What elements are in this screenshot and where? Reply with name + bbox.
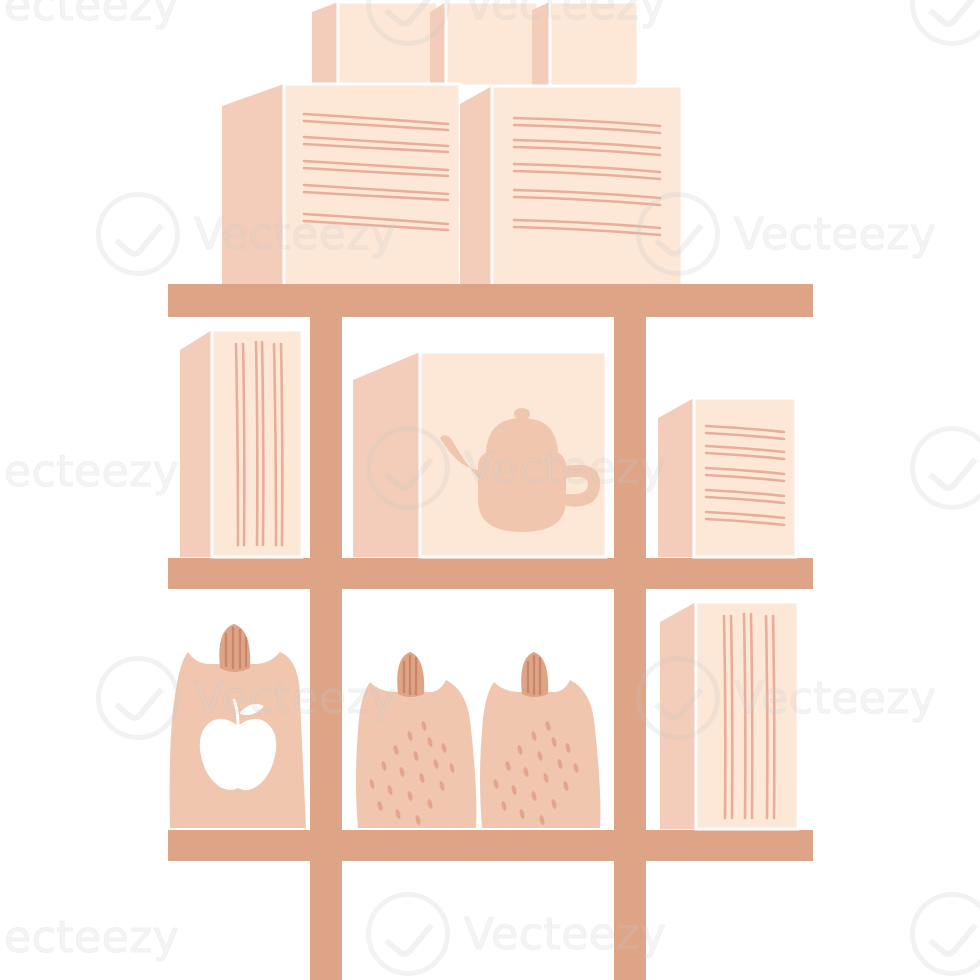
shelf-frame — [168, 284, 813, 980]
bottom-right-box — [660, 600, 800, 831]
apple-bag — [169, 624, 306, 828]
top-back-box-1 — [312, 0, 440, 88]
apple-icon — [199, 698, 277, 790]
shelf-bottom-board — [168, 830, 813, 861]
teapot-icon — [440, 408, 601, 532]
shelf-top-board — [168, 284, 813, 317]
middle-center-box — [353, 350, 608, 559]
shelf-post-right — [614, 284, 646, 980]
seed-jar-right — [480, 652, 601, 828]
shelf-post-left — [310, 284, 342, 980]
seed-jar-left-cap — [397, 652, 425, 697]
seed-jar-left-seeds — [369, 721, 455, 825]
top-back-box-2 — [430, 0, 540, 88]
top-box-left — [222, 82, 462, 288]
top-back-boxes — [312, 0, 640, 88]
seed-jar-left — [356, 652, 477, 828]
seed-jar-right-seeds — [493, 721, 579, 825]
top-box-right — [460, 84, 684, 288]
top-back-box-3 — [532, 0, 640, 88]
shelf-middle-board — [168, 558, 813, 589]
middle-left-box — [180, 328, 304, 559]
middle-right-box — [658, 396, 798, 559]
apple-bag-cap — [219, 624, 251, 672]
seed-jar-right-cap — [521, 652, 549, 697]
